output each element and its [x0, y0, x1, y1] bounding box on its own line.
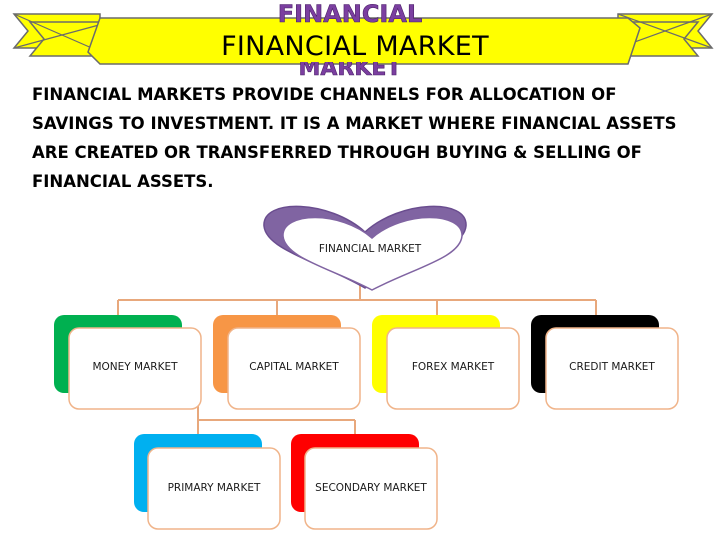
label-capital: CAPITAL MARKET	[249, 361, 339, 373]
label-secondary: SECONDARY MARKET	[315, 482, 427, 494]
card-front-credit	[545, 327, 679, 410]
label-forex: FOREX MARKET	[411, 361, 495, 373]
title-banner: FINANCIAL MARKET	[12, 0, 714, 80]
card-front-primary	[147, 447, 281, 530]
label-credit: CREDIT MARKET	[569, 361, 655, 373]
intro-paragraph: FINANCIAL MARKETS PROVIDE CHANNELS FOR A…	[32, 85, 677, 191]
card-front-forex	[386, 327, 520, 410]
card-front-capital	[227, 327, 361, 410]
card-front-money	[68, 327, 202, 410]
root-label: FINANCIAL MARKET	[318, 243, 422, 255]
card-front-secondary	[304, 447, 438, 530]
label-money: MONEY MARKET	[92, 361, 178, 373]
root-heart-card	[282, 216, 463, 291]
label-primary: PRIMARY MARKET	[167, 482, 261, 494]
page-title: FINANCIAL MARKET	[221, 30, 489, 62]
wordart-line1: FINANCIAL	[278, 0, 422, 28]
